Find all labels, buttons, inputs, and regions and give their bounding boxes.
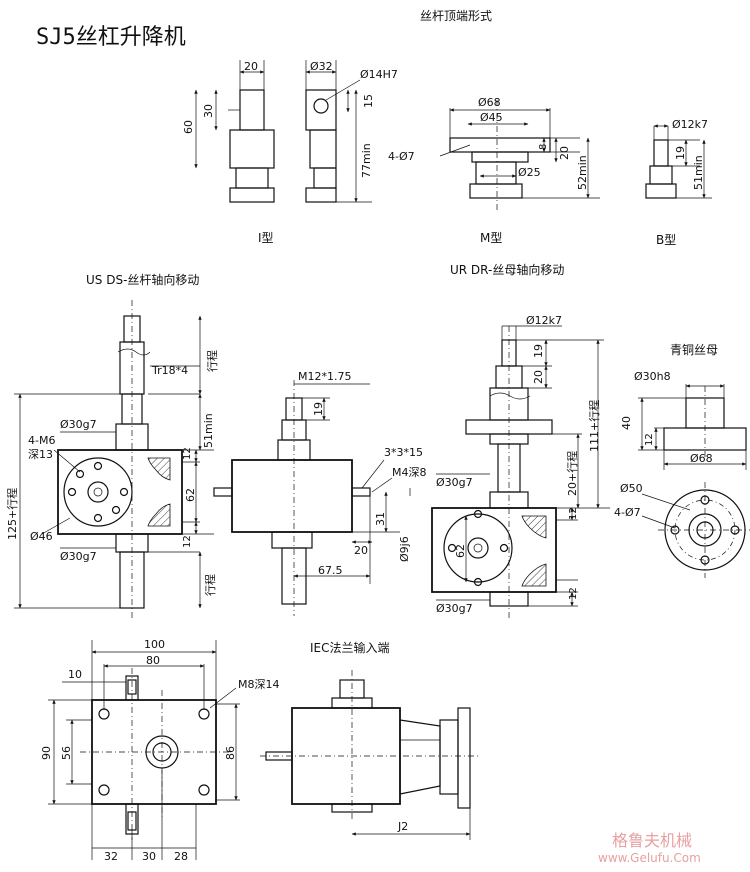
ur-h62: 62: [454, 544, 467, 558]
m-type-label: M型: [480, 231, 502, 245]
m-dim-holes: 4-Ø7: [388, 150, 415, 163]
m-dim-52min: 52min: [576, 155, 589, 190]
us-stroke-bot: 行程: [204, 574, 217, 596]
ur-len111: 111+行程: [588, 400, 601, 452]
i-dim-20: 20: [244, 60, 258, 73]
m-dim-d68: Ø68: [478, 96, 501, 109]
nut-h40: 40: [620, 416, 633, 430]
iec-w100: 100: [144, 638, 165, 651]
nut-holes: 4-Ø7: [614, 506, 641, 519]
us-depth13: 深13: [28, 448, 53, 461]
top-section-heading: 丝杆顶端形式: [420, 9, 492, 23]
us-h12a: 12: [182, 447, 193, 460]
b-type-view: Ø12k7 19 51min B型: [645, 118, 712, 247]
iec-front-view: 100 80 10 M8深14 90 56 86 32 30 28: [40, 638, 280, 863]
us-d46: Ø46: [30, 530, 53, 543]
i-dim-30: 30: [202, 104, 215, 118]
us-d30a: Ø30g7: [60, 418, 97, 431]
ur-section-heading: UR DR-丝母轴向移动: [450, 262, 564, 277]
iec-b32: 32: [104, 850, 118, 863]
ur-h20: 20: [532, 370, 545, 384]
us-w67: 67.5: [318, 564, 343, 577]
nut-d30: Ø30h8: [634, 370, 671, 383]
i-type-label: I型: [258, 231, 274, 245]
iec-h86: 86: [224, 746, 237, 760]
iec-heading: IEC法兰输入端: [310, 640, 390, 655]
iec-m8: M8深14: [238, 678, 280, 691]
iec-b30: 30: [142, 850, 156, 863]
us-h31: 31: [374, 512, 387, 526]
i-dim-d14: Ø14H7: [360, 68, 398, 81]
watermark-cn: 格鲁夫机械: [612, 831, 692, 850]
us-51min: 51min: [202, 413, 215, 448]
m-dim-8: 8: [538, 144, 549, 150]
nut-heading: 青铜丝母: [670, 342, 718, 357]
i-dim-15: 15: [362, 94, 375, 108]
ur-d30b: Ø30g7: [436, 602, 473, 615]
i-dim-d32: Ø32: [310, 60, 333, 73]
nut-h12: 12: [644, 433, 655, 446]
us-thread: Tr18*4: [151, 364, 188, 377]
us-front-view: Tr18*4 行程 Ø30g7 4-M6 深13 51min 12 62 12 …: [6, 300, 219, 620]
nut-d50: Ø50: [620, 482, 643, 495]
b-dim-d12: Ø12k7: [672, 118, 708, 131]
m-dim-d45: Ø45: [480, 111, 503, 124]
us-d30b: Ø30g7: [60, 550, 97, 563]
us-stroke-top: 行程: [206, 350, 219, 372]
us-d9: Ø9j6: [398, 536, 411, 562]
us-w20: 20: [354, 544, 368, 557]
ur-d12: Ø12k7: [526, 314, 562, 327]
us-side-19: 19: [312, 402, 325, 416]
nut-d68: Ø68: [690, 452, 713, 465]
us-m12: M12*1.75: [298, 370, 351, 383]
page-title: SJ5丝杠升降机: [36, 25, 186, 50]
i-dim-60: 60: [182, 120, 195, 134]
us-m6: 4-M6: [28, 434, 55, 447]
ur-h12a: 12: [568, 507, 579, 520]
us-section-heading: US DS-丝杆轴向移动: [86, 272, 199, 287]
iec-w10: 10: [68, 668, 82, 681]
ur-d30a: Ø30g7: [436, 476, 473, 489]
iec-h56: 56: [60, 746, 73, 760]
m-dim-d25: Ø25: [518, 166, 541, 179]
iec-w80: 80: [146, 654, 160, 667]
us-side-view: M12*1.75 19 3*3*15 M4深8 31 20 Ø9j6 67.5: [213, 370, 427, 616]
us-m4: M4深8: [392, 466, 427, 479]
ur-h19: 19: [532, 344, 545, 358]
watermark-url: www.Gelufu.Com: [598, 851, 701, 865]
ur-h20s: 20+行程: [566, 451, 579, 496]
b-dim-51min: 51min: [692, 155, 705, 190]
ur-h12b: 12: [568, 587, 579, 600]
iec-h90: 90: [40, 746, 53, 760]
i-type-view: 20 30 60 Ø32 Ø14H7 15 77min I型: [182, 60, 398, 245]
m-type-view: Ø68 Ø45 4-Ø7 8 20 52min Ø25 M型: [388, 96, 600, 245]
us-h62: 62: [184, 488, 197, 502]
bronze-nut-view: Ø30h8 40 12 Ø68 Ø50 4-Ø7: [614, 370, 750, 578]
us-h12b: 12: [182, 535, 193, 548]
us-len125: 125+行程: [6, 488, 19, 540]
us-key: 3*3*15: [384, 446, 423, 459]
ur-front-view: Ø12k7 19 20 111+行程 Ø30g7 20+行程 12 62 12 …: [431, 314, 610, 618]
i-dim-77min: 77min: [360, 143, 373, 178]
b-type-label: B型: [656, 233, 676, 247]
iec-j2: J2: [397, 820, 408, 833]
iec-side-view: J2: [260, 670, 480, 840]
iec-b28: 28: [174, 850, 188, 863]
b-dim-19: 19: [674, 146, 687, 160]
m-dim-20: 20: [558, 146, 571, 160]
